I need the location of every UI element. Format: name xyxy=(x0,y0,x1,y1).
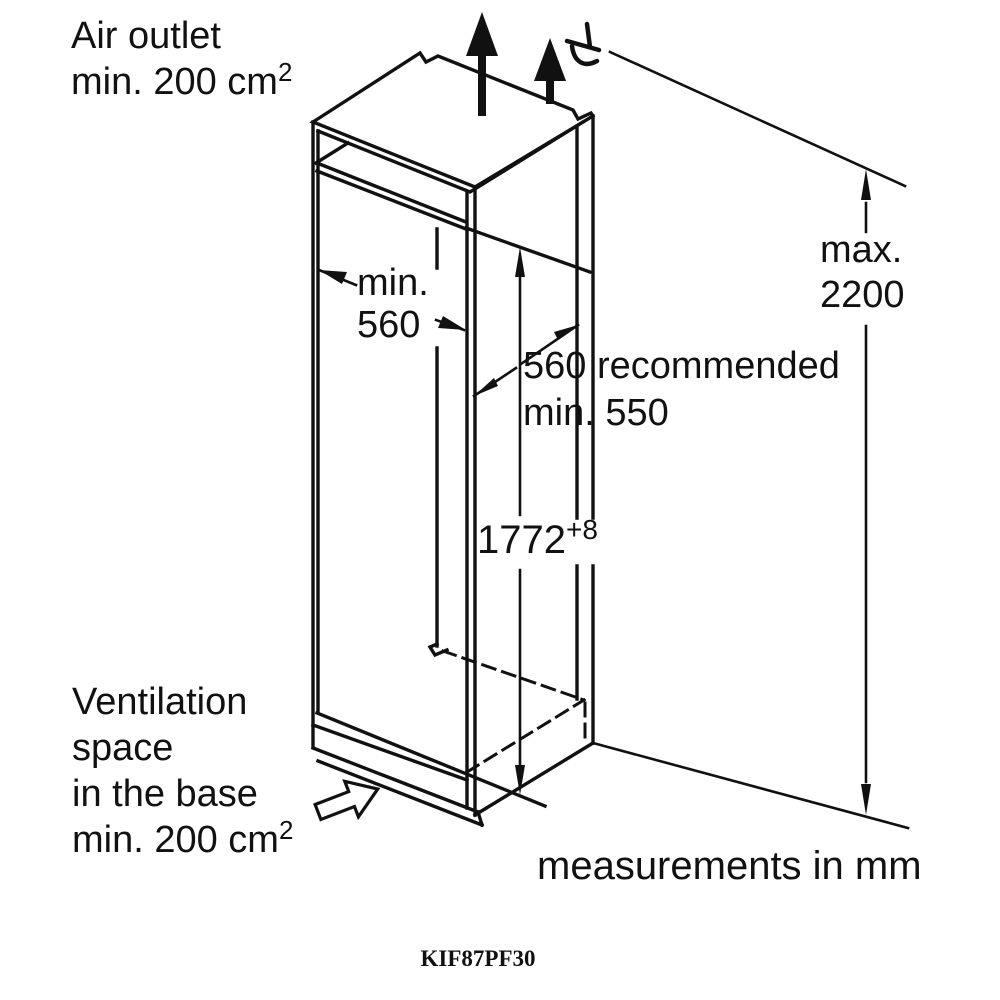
air-outlet-superscript: 2 xyxy=(277,57,293,87)
arrowhead-up xyxy=(515,247,525,277)
niche-depth-dimension xyxy=(472,323,580,398)
top-face-inner-edge xyxy=(315,119,586,194)
arrowhead-downright xyxy=(438,316,466,330)
airflow-arrow-left-head xyxy=(466,12,498,56)
hidden-edges xyxy=(441,649,587,775)
airflow-arrow-right-head xyxy=(534,38,566,81)
leader-bottom xyxy=(591,741,910,830)
model-number: KIF87PF30 xyxy=(420,946,536,971)
ceiling-hook-symbol xyxy=(564,21,602,67)
air-outlet-label: Air outlet min. 200 cm2 xyxy=(71,13,292,108)
units-note: measurements in mm xyxy=(537,844,922,888)
top-slot-inner-edge xyxy=(313,140,351,166)
arrowhead-down xyxy=(515,765,525,795)
ventilation-arrow xyxy=(313,779,381,822)
arrowhead-upleft xyxy=(319,270,347,284)
back-left-foot-notch xyxy=(427,641,450,658)
niche-height-value: 1772 xyxy=(477,518,566,562)
air-outlet-line2: min. 200 cm xyxy=(71,61,278,103)
ventilation-label: Ventilation space in the base min. 200 c… xyxy=(72,681,294,861)
niche-depth-label: 560 recommended min. 550 xyxy=(523,345,840,434)
niche-height-tolerance: +8 xyxy=(565,514,598,545)
side-bottom-edge xyxy=(472,740,596,818)
niche-floor-edge xyxy=(314,710,548,809)
air-outlet-line1: Air outlet xyxy=(71,15,221,57)
leader-top xyxy=(608,50,907,188)
bottom-band xyxy=(310,722,485,828)
max-height-dimension xyxy=(591,50,910,830)
niche-height-label: 1772+8 xyxy=(477,514,598,567)
arrowhead-downleft xyxy=(474,378,498,396)
hidden-floor-back-edge xyxy=(441,649,586,702)
niche-width-label: min. 560 xyxy=(357,262,429,346)
arrowhead-down xyxy=(861,784,871,815)
niche-width-dimension xyxy=(317,268,466,332)
airflow-arrows xyxy=(466,12,566,116)
ceiling-line xyxy=(463,225,593,275)
arrowhead-up xyxy=(861,169,871,200)
ventilation-superscript: 2 xyxy=(278,815,294,845)
cabinet-outline xyxy=(309,50,596,828)
arrowhead-upright xyxy=(554,325,578,340)
max-height-label: max. 2200 xyxy=(820,229,905,316)
top-rail xyxy=(314,160,469,232)
hidden-floor-right-edge xyxy=(464,697,587,775)
niche-height-dimension xyxy=(515,247,525,795)
